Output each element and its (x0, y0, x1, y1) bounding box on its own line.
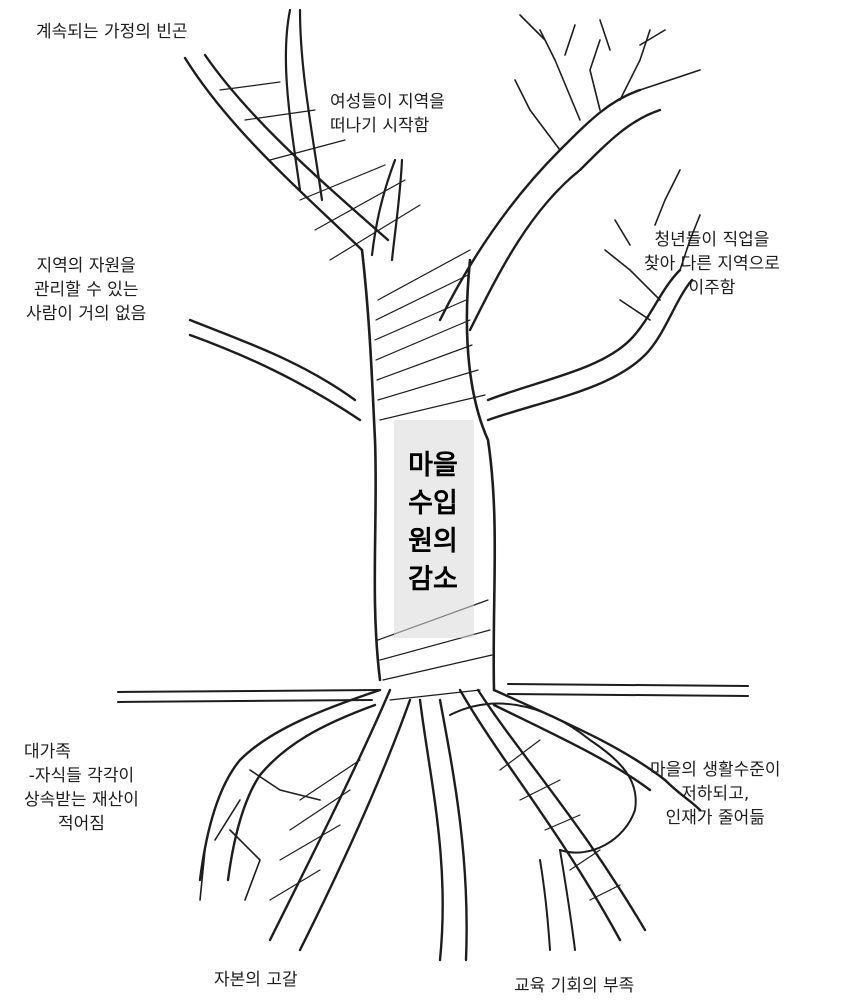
label-family: 대가족 -자식들 각각이 상속받는 재산이 적어짐 (24, 740, 139, 836)
label-women-line-1: 여성들이 지역을 (330, 90, 445, 114)
label-living: 마을의 생활수준이 저하되고, 인재가 줄어듦 (650, 758, 781, 830)
core-line-2: 수입 (393, 485, 473, 523)
label-youth-line-1: 청년들이 직업을 (644, 228, 780, 252)
label-family-line-3: 상속받는 재산이 (24, 788, 139, 812)
core-line-1: 마을 (393, 447, 473, 485)
label-family-line-4: 적어짐 (24, 812, 139, 836)
root-right-diagonal (460, 690, 645, 940)
label-living-line-2: 저하되고, (650, 782, 781, 806)
twigs-top-right (515, 15, 700, 150)
ground-line-right (508, 684, 748, 696)
core-problem-label: 마을 수입 원의 감소 (393, 447, 473, 599)
label-living-line-3: 인재가 줄어듦 (650, 806, 781, 830)
branch-upper-left (286, 10, 322, 200)
label-family-line-1: 대가족 (24, 740, 139, 764)
label-capital: 자본의 고갈 (214, 968, 298, 992)
ground-line-left (118, 690, 378, 702)
label-women-line-2: 떠나기 시작함 (330, 114, 445, 138)
label-education: 교육 기회의 부족 (514, 974, 634, 998)
root-center-left (270, 690, 410, 950)
label-resources-line-3: 사람이 거의 없음 (26, 302, 146, 326)
root-bottom-mid (540, 850, 575, 950)
branch-middle (372, 160, 402, 260)
label-women: 여성들이 지역을 떠나기 시작함 (330, 90, 445, 138)
root-left (200, 690, 380, 880)
core-line-3: 원의 (393, 523, 473, 561)
label-education-line: 교육 기회의 부족 (514, 974, 634, 998)
label-resources-line-2: 관리할 수 있는 (26, 278, 146, 302)
label-youth-line-2: 찾아 다른 지역으로 (644, 252, 780, 276)
label-youth-line-3: 이주함 (644, 276, 780, 300)
label-poverty: 계속되는 가정의 빈곤 (36, 20, 188, 44)
label-resources-line-1: 지역의 자원을 (26, 254, 146, 278)
core-line-4: 감소 (393, 561, 473, 599)
branch-left (190, 320, 360, 420)
label-capital-line: 자본의 고갈 (214, 968, 298, 992)
label-living-line-1: 마을의 생활수준이 (650, 758, 781, 782)
label-poverty-line: 계속되는 가정의 빈곤 (36, 20, 188, 44)
branch-top-right (440, 90, 660, 330)
label-resources: 지역의 자원을 관리할 수 있는 사람이 거의 없음 (26, 254, 146, 326)
label-family-line-2: -자식들 각각이 (24, 764, 139, 788)
root-center (420, 700, 467, 960)
label-youth: 청년들이 직업을 찾아 다른 지역으로 이주함 (644, 228, 780, 300)
